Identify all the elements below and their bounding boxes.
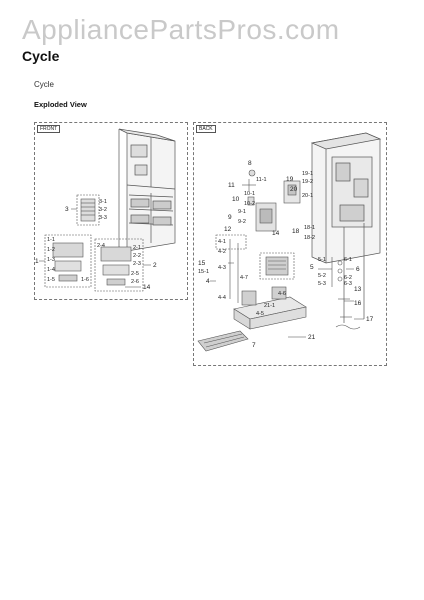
callout-19-1: 19-1 (302, 171, 313, 177)
refrigerator-body-front (118, 128, 176, 252)
callout-4-4: 4-4 (218, 295, 226, 301)
callout-7: 7 (252, 342, 256, 349)
back-tag: BACK (196, 125, 216, 133)
callout-6-1: 6-1 (344, 257, 352, 263)
compressor-assembly (259, 252, 295, 280)
callout-6: 6 (356, 266, 360, 273)
callout-20-1: 20-1 (302, 193, 313, 199)
callout-8: 8 (248, 160, 252, 167)
site-watermark: AppliancePartsPros.com (22, 14, 340, 45)
callout-4-1: 4-1 (218, 239, 226, 245)
refrigerator-body-back (310, 132, 382, 323)
callout-5-3: 5-3 (318, 281, 326, 287)
callout-1-1: 1-1 (47, 237, 55, 243)
part-7-grille (197, 330, 249, 352)
callout-19-2: 19-2 (302, 179, 313, 185)
callout-3-1: 3-1 (99, 199, 107, 205)
callout-2-3: 2-3 (133, 261, 141, 267)
callout-19: 19 (286, 176, 294, 183)
callout-5: 5 (310, 264, 314, 271)
callout-14: 14 (272, 230, 280, 237)
callout-3: 3 (65, 206, 69, 213)
callout-4-6: 4-6 (278, 291, 286, 297)
callout-6-2: 6-2 (344, 275, 352, 281)
callout-1-4: 1-4 (47, 267, 55, 273)
callout-1-2: 1-2 (47, 247, 55, 253)
part-2-assembly (94, 238, 144, 292)
page-title: Cycle (22, 48, 60, 64)
callout-2-5: 2-5 (131, 271, 139, 277)
callout-1: 1 (35, 258, 39, 265)
callout-16: 16 (354, 300, 362, 307)
callout-2-6: 2-6 (131, 279, 139, 285)
callout-2: 2 (153, 262, 157, 269)
part-21-base-tray (233, 286, 307, 330)
callout-3-2: 3-2 (99, 207, 107, 213)
callout-18: 18 (292, 228, 300, 235)
callout-2-4: 2-4 (97, 243, 105, 249)
callout-15-1: 15-1 (198, 269, 209, 275)
front-tag: FRONT (37, 125, 61, 133)
callout-4: 4 (206, 278, 210, 285)
callout-11: 11 (228, 182, 235, 189)
part-3-grille (76, 194, 100, 226)
callout-9-2: 9-2 (238, 219, 246, 225)
callout-1-3: 1-3 (47, 257, 55, 263)
page-subtitle: Cycle (34, 80, 55, 89)
section-heading: Exploded View (34, 100, 87, 109)
part-9-20-board (255, 180, 301, 232)
callout-9-1: 9-1 (238, 209, 246, 215)
front-view-panel: FRONT (34, 122, 188, 300)
callout-5-1: 5-1 (318, 257, 326, 263)
callout-11-1: 11-1 (256, 177, 267, 183)
callout-4-5: 4-5 (256, 311, 264, 317)
callout-18-2: 18-2 (304, 235, 315, 241)
small-parts-top (242, 169, 256, 206)
callout-4-3: 4-3 (218, 265, 226, 271)
callout-4-7: 4-7 (240, 275, 248, 281)
callout-9: 9 (228, 214, 232, 221)
callout-21-1: 21-1 (264, 303, 275, 309)
front-leader-lines (39, 208, 151, 288)
part-4-tubes (215, 234, 247, 303)
callout-10-2: 10-2 (244, 201, 255, 207)
callout-3-3: 3-3 (99, 215, 107, 221)
callout-17: 17 (366, 316, 374, 323)
callout-12: 12 (224, 226, 232, 233)
callout-10-1: 10-1 (244, 191, 255, 197)
callout-5-2: 5-2 (318, 273, 326, 279)
back-view-panel: BACK (193, 122, 387, 366)
callout-13: 13 (354, 286, 362, 293)
callout-2-2: 2-2 (133, 253, 141, 259)
callout-21: 21 (308, 334, 316, 341)
callout-15: 15 (198, 260, 206, 267)
callout-1-6: 1-6 (81, 277, 89, 283)
callout-20: 20 (290, 186, 298, 193)
callout-4-2: 4-2 (218, 249, 226, 255)
back-exploded-drawing: 4 5 6 7 8 9 10 11 12 13 14 15 16 17 18 1… (197, 132, 382, 352)
right-side-parts (331, 257, 361, 330)
callout-18-1: 18-1 (304, 225, 315, 231)
callout-1-5: 1-5 (47, 277, 55, 283)
front-exploded-drawing: 3 1 2 14 1-1 1-2 1-3 1-4 1-5 1-6 2-1 2-2… (35, 128, 176, 292)
callout-2-1: 2-1 (133, 245, 141, 251)
back-leader-lines (210, 262, 364, 338)
callout-10: 10 (232, 196, 240, 203)
callout-14: 14 (143, 284, 151, 291)
callout-6-3: 6-3 (344, 281, 352, 287)
